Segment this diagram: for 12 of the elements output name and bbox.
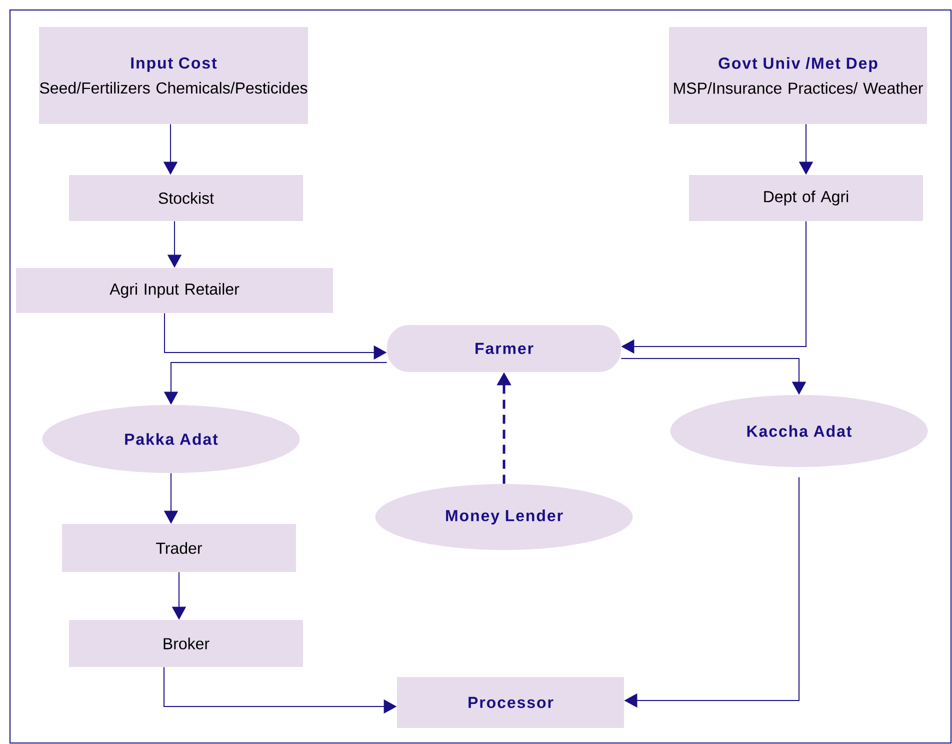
rounded-box: Farmer (387, 325, 621, 372)
process-box: Dept of Agri (689, 175, 924, 221)
process-box: Govt Univ /Met Dep MSP/Insurance Practices/ Weather (669, 27, 927, 124)
ellipse-node: Pakka Adat (42, 405, 300, 473)
process-box: Stockist (69, 175, 303, 221)
process-box: Broker (69, 620, 303, 667)
process-box: Processor (397, 677, 624, 728)
process-box: Agri Input Retailer (16, 268, 333, 313)
ellipse-node: Kaccha Adat (670, 395, 928, 467)
process-box: Trader (62, 524, 296, 572)
process-box: Input Cost Seed/Fertilizers Chemicals/Pesticides (39, 27, 308, 124)
ellipse-node: Money Lender (375, 484, 633, 550)
